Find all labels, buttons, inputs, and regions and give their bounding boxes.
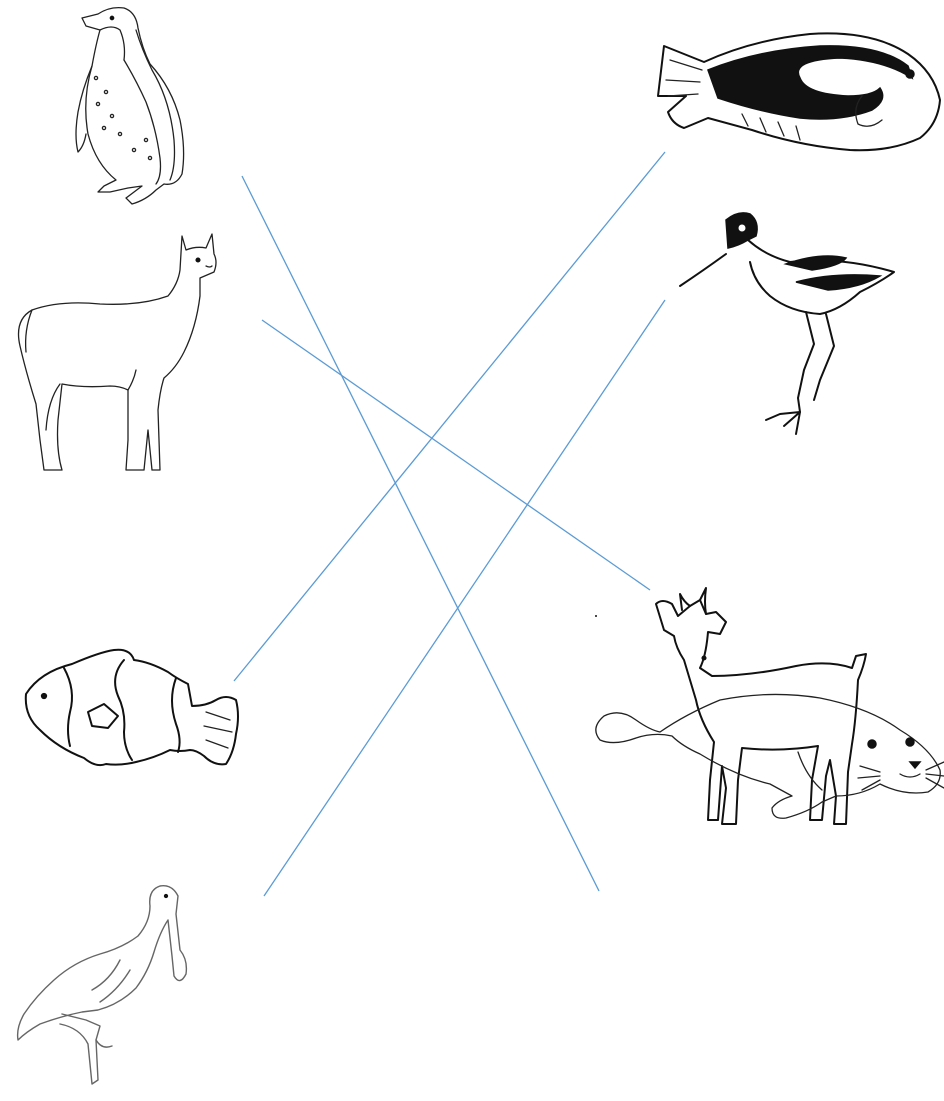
seal-icon — [596, 616, 944, 818]
clownfish-icon — [26, 650, 238, 765]
match-line-spoonbill-avocet — [264, 300, 665, 896]
match-lines — [234, 152, 665, 896]
match-line-penguin-seal — [242, 176, 599, 891]
goat-icon — [656, 588, 866, 824]
spoonbill-icon — [18, 886, 187, 1084]
match-line-alpaca-goat — [262, 320, 650, 590]
penguin-icon — [76, 8, 184, 204]
avocet-icon — [680, 213, 894, 434]
surgeonfish-icon — [658, 33, 940, 150]
match-line-clownfish-surgeonfish — [234, 152, 665, 681]
alpaca-icon — [19, 234, 217, 470]
